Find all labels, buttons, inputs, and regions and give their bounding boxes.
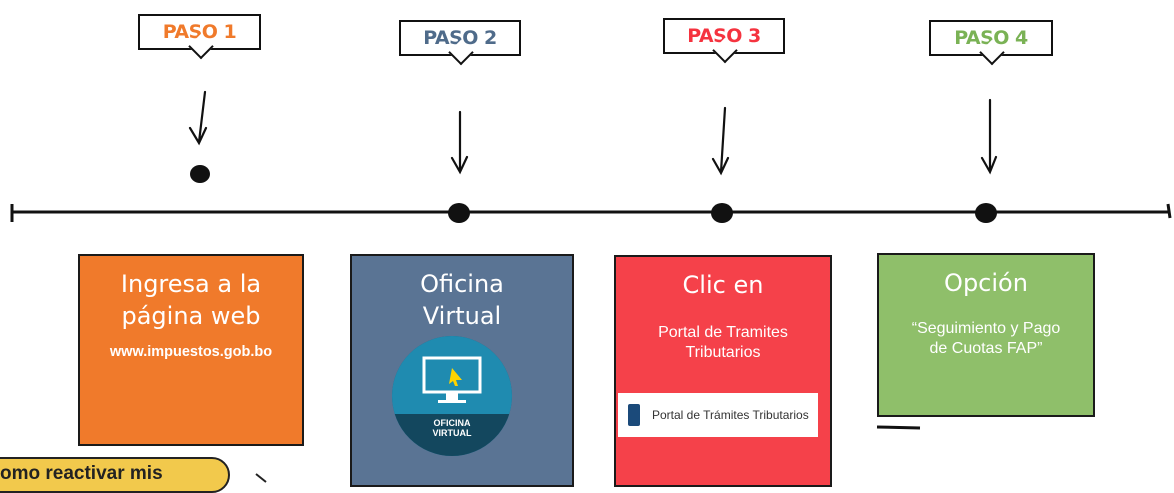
timeline-dot-1 [190, 165, 210, 183]
step-label-1: PASO 1 [162, 21, 237, 43]
card-step-2: Oficina Virtual OFICINA VIRTUAL [350, 254, 574, 487]
folder-icon [628, 404, 640, 426]
arrow-2 [450, 110, 469, 175]
portal-tramites-link[interactable]: Portal de Trámites Tributarios [618, 393, 818, 437]
step-label-2: PASO 2 [423, 27, 497, 49]
card-step-1: Ingresa a la página web www.impuestos.go… [78, 254, 304, 446]
timeline-dot-3 [711, 203, 733, 223]
step-badge-4: PASO 4 [929, 20, 1053, 56]
step-badge-2: PASO 2 [399, 20, 521, 56]
oficina-virtual-label: OFICINA VIRTUAL [432, 418, 472, 438]
portal-link-label: Portal de Trámites Tributarios [652, 408, 809, 422]
pill-label: omo reactivar mis [0, 463, 163, 484]
step-badge-3: PASO 3 [663, 18, 785, 54]
card-title-4: Opción [944, 269, 1028, 297]
pill-arrow-icon [255, 473, 267, 483]
card-title-1: Ingresa a la página web [120, 270, 262, 330]
how-to-reactivate-pill[interactable]: omo reactivar mis [0, 457, 230, 493]
timeline-dot-2 [448, 203, 470, 223]
card-sub-4: “Seguimiento y Pago de Cuotas FAP” [911, 320, 1061, 357]
step-label-4: PASO 4 [954, 27, 1028, 49]
card-step-3: Clic en Portal de Tramites Tributarios P… [614, 255, 832, 487]
oficina-virtual-icon[interactable]: OFICINA VIRTUAL [392, 336, 512, 456]
card-sub-3: Portal de Tramites Tributarios [658, 324, 788, 361]
card-url-1[interactable]: www.impuestos.gob.bo [109, 344, 273, 360]
arrow-3 [711, 106, 730, 176]
timeline-dot-4 [975, 203, 997, 223]
card-title-3: Clic en [682, 271, 764, 299]
arrow-1 [188, 90, 208, 146]
step-label-3: PASO 3 [687, 25, 761, 47]
arrow-4 [980, 98, 998, 175]
step-badge-1: PASO 1 [138, 14, 261, 50]
card-step-4: Opción “Seguimiento y Pago de Cuotas FAP… [877, 253, 1095, 417]
card-title-2: Oficina Virtual [420, 270, 504, 330]
